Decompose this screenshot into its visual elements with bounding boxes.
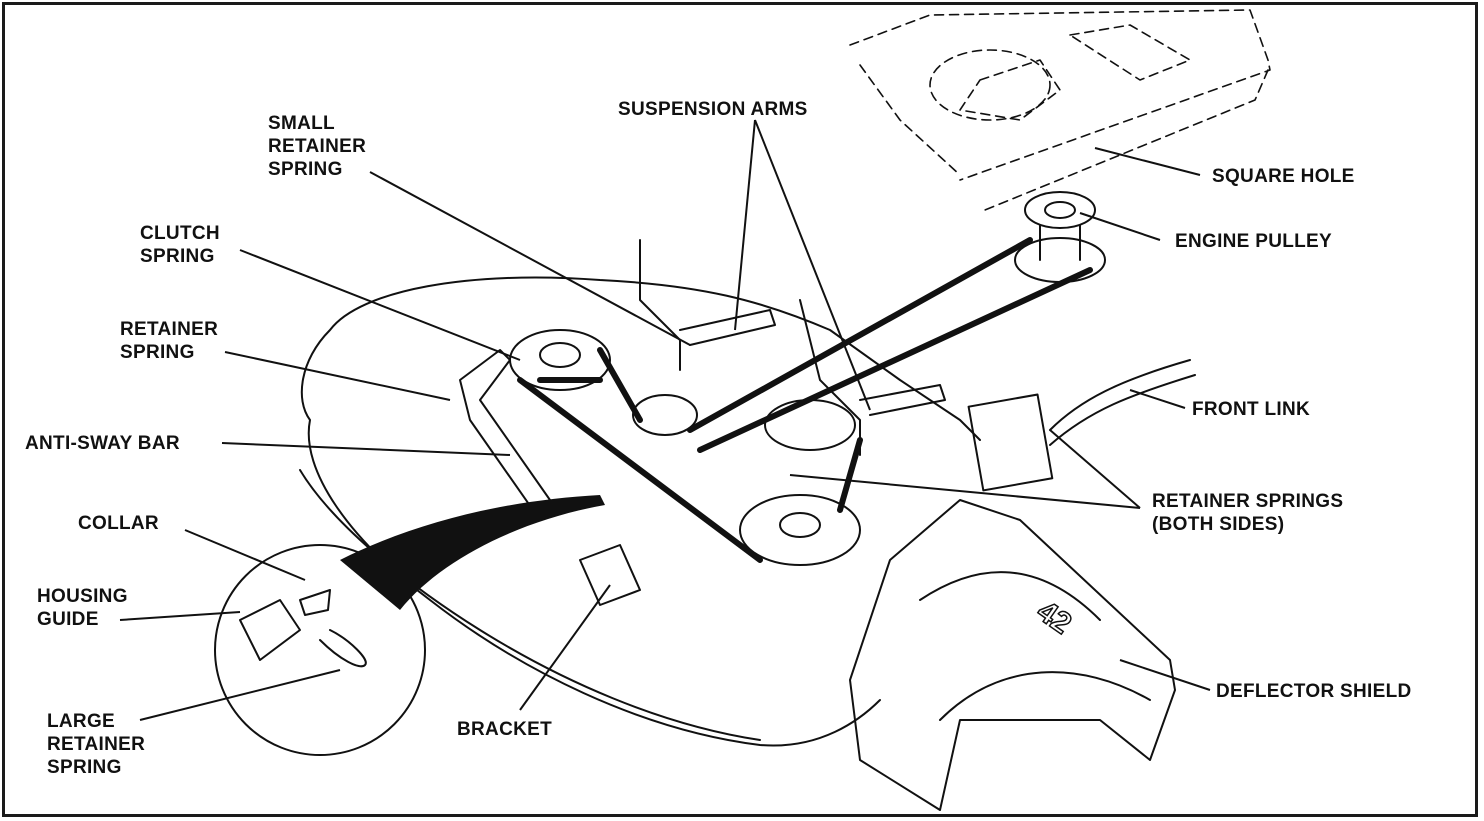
- shield-number-42: 42: [1031, 595, 1077, 641]
- label-suspension-arms: SUSPENSION ARMS: [618, 99, 808, 120]
- label-clutch-spring: CLUTCH SPRING: [140, 223, 220, 267]
- label-large-retainer-spring: LARGE RETAINER SPRING: [47, 711, 146, 778]
- label-front-link: FRONT LINK: [1192, 399, 1311, 420]
- label-engine-pulley: ENGINE PULLEY: [1175, 231, 1332, 252]
- leader-lines: [119, 119, 1211, 721]
- label-small-retainer-spring: SMALL RETAINER SPRING: [268, 113, 367, 180]
- engine-frame-dashed: [849, 9, 1271, 211]
- label-anti-sway-bar: ANTI-SWAY BAR: [25, 433, 180, 454]
- deck-outline: [300, 276, 981, 747]
- label-collar: COLLAR: [78, 513, 159, 534]
- detail-wedge: [340, 495, 605, 610]
- deflector-shield-outline: [849, 499, 1176, 811]
- label-bracket: BRACKET: [457, 719, 552, 740]
- label-housing-guide: HOUSING GUIDE: [37, 586, 128, 630]
- drive-belts: [517, 237, 1093, 563]
- label-square-hole: SQUARE HOLE: [1212, 166, 1355, 187]
- detail-circle: [214, 544, 426, 756]
- label-retainer-springs: RETAINER SPRINGS (BOTH SIDES): [1152, 491, 1344, 535]
- label-retainer-spring: RETAINER SPRING: [120, 319, 219, 363]
- label-deflector-shield: DEFLECTOR SHIELD: [1216, 681, 1412, 702]
